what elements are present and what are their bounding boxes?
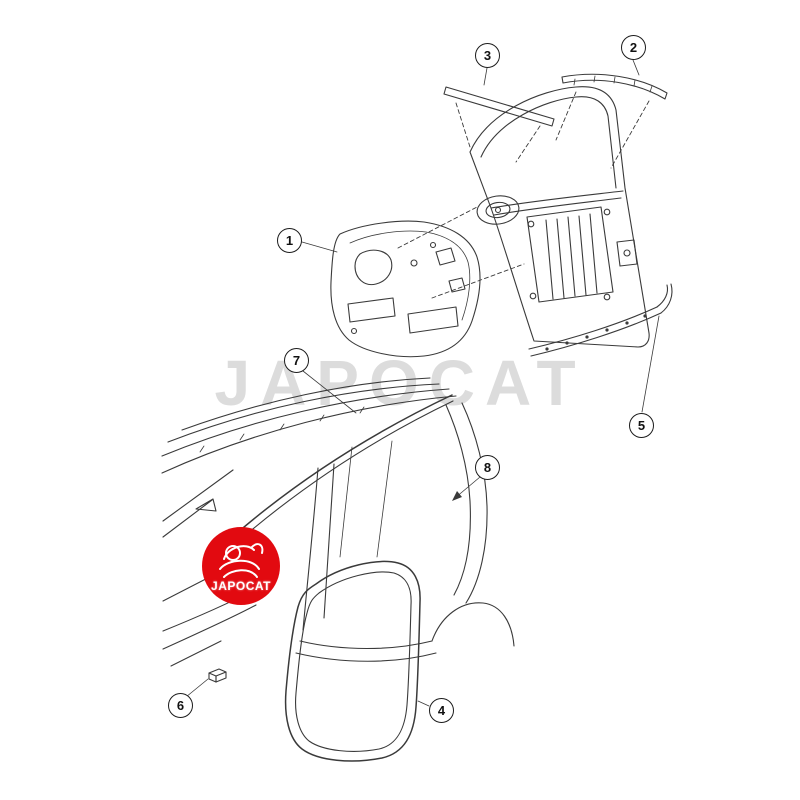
part-3-strip-drawing [443, 86, 555, 163]
logo-cat-doodle-icon [219, 543, 264, 578]
latch-detail [616, 239, 638, 267]
callout-6[interactable]: 6 [168, 693, 193, 718]
brand-logo-text: JAPOCAT [211, 579, 271, 593]
callout-4[interactable]: 4 [429, 698, 454, 723]
door-frame-drawing [397, 86, 650, 348]
part-5-strip-drawing [528, 283, 673, 357]
vehicle-body-drawing [161, 377, 515, 667]
callout-1[interactable]: 1 [277, 228, 302, 253]
callout-8[interactable]: 8 [475, 455, 500, 480]
regulator-panel [526, 206, 614, 303]
callout-3[interactable]: 3 [475, 43, 500, 68]
part-7-strip-drawing [236, 394, 454, 540]
callout-2[interactable]: 2 [621, 35, 646, 60]
part-4-seal-drawing [284, 560, 421, 762]
callout-7[interactable]: 7 [284, 348, 309, 373]
speaker-hole [476, 195, 520, 225]
part-1-panel-drawing [330, 220, 481, 358]
leader-lines [185, 59, 660, 707]
part-2-strip-drawing [555, 73, 668, 169]
part-6-clip-drawing [208, 668, 227, 683]
callout-5[interactable]: 5 [629, 413, 654, 438]
brand-logo: JAPOCAT [202, 527, 280, 605]
watermark-text: JAPOCAT [214, 347, 586, 419]
